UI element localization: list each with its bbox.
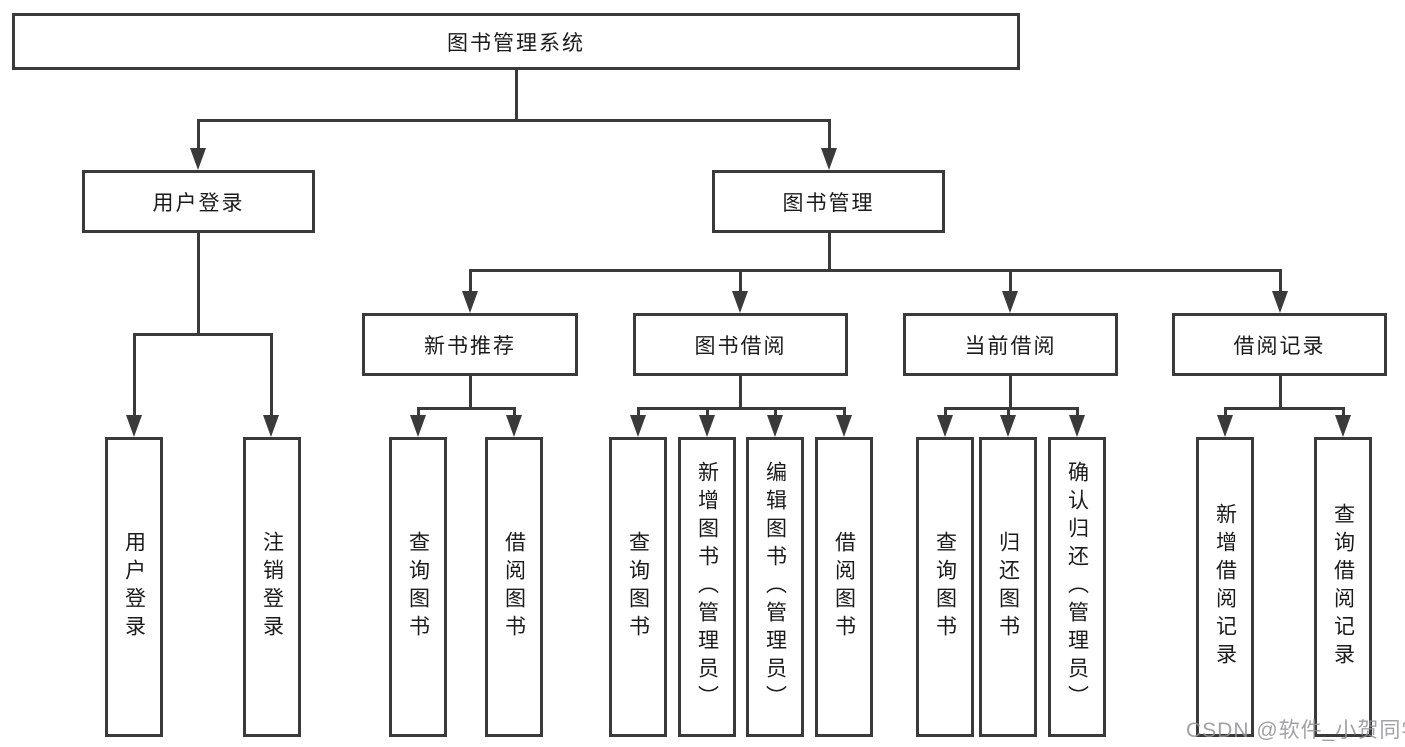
connector-line [1278, 269, 1282, 297]
connector-line [738, 375, 742, 410]
connector-arrowhead [937, 415, 953, 437]
leaf-edit-book-admin: 编辑图书（管理员） [746, 437, 804, 737]
connector-line [196, 119, 200, 152]
connector-line [514, 67, 518, 121]
connector-line [944, 406, 1079, 410]
connector-arrowhead [506, 415, 522, 437]
connector-line [512, 407, 516, 421]
connector-line [1006, 407, 1010, 421]
connector-line [1075, 407, 1079, 421]
leaf-query-books-borrowing: 查询图书 [609, 437, 667, 737]
connector-line [827, 231, 831, 272]
connector-arrowhead [1217, 415, 1233, 437]
leaf-logout: 注销登录 [243, 437, 301, 737]
connector-line [269, 333, 273, 421]
connector-arrowhead [699, 415, 715, 437]
connector-arrowhead [821, 148, 837, 170]
leaf-add-borrow-record: 新增借阅记录 [1196, 437, 1254, 737]
connector-line [738, 269, 742, 297]
connector-line [468, 375, 472, 410]
connector-line [468, 269, 472, 297]
leaf-return-book: 归还图书 [979, 437, 1037, 737]
leaf-query-books-recommend: 查询图书 [389, 437, 447, 737]
connector-arrowhead [1002, 291, 1018, 313]
leaf-borrow-books: 借阅图书 [815, 437, 873, 737]
connector-line [636, 407, 640, 421]
connector-arrowhead [767, 415, 783, 437]
connector-line [1224, 406, 1345, 410]
leaf-add-book-admin: 新增图书（管理员） [678, 437, 736, 737]
connector-line [469, 268, 1282, 272]
connector-line [637, 406, 845, 410]
node-new-book-recommend: 新书推荐 [362, 313, 578, 376]
connector-line [133, 332, 273, 336]
connector-line [196, 231, 200, 336]
connector-arrowhead [1335, 415, 1351, 437]
connector-arrowhead [836, 415, 852, 437]
connector-line [842, 407, 846, 421]
connector-arrowhead [462, 291, 478, 313]
csdn-watermark: CSDN @软件_小贺同学 [1186, 719, 1405, 742]
node-book-management: 图书管理 [712, 170, 945, 233]
connector-line [827, 119, 831, 152]
connector-arrowhead [1272, 291, 1288, 313]
connector-line [132, 333, 136, 421]
leaf-query-books-current: 查询图书 [916, 437, 974, 737]
node-current-borrowing: 当前借阅 [903, 313, 1118, 376]
connector-line [1278, 375, 1282, 410]
connector-line [197, 118, 831, 122]
connector-line [773, 407, 777, 421]
connector-arrowhead [263, 415, 279, 437]
connector-line [416, 407, 420, 421]
connector-line [1223, 407, 1227, 421]
leaf-borrow-books-recommend: 借阅图书 [485, 437, 543, 737]
connector-arrowhead [732, 291, 748, 313]
connector-arrowhead [190, 148, 206, 170]
connector-arrowhead [1000, 415, 1016, 437]
connector-line [1008, 269, 1012, 297]
connector-line [1341, 407, 1345, 421]
leaf-confirm-return-admin: 确认归还（管理员） [1048, 437, 1106, 737]
connector-arrowhead [630, 415, 646, 437]
node-library-system: 图书管理系统 [12, 13, 1020, 70]
connector-line [943, 407, 947, 421]
connector-line [705, 407, 709, 421]
connector-line [1008, 375, 1012, 410]
leaf-query-borrow-record: 查询借阅记录 [1314, 437, 1372, 737]
node-borrow-records: 借阅记录 [1172, 313, 1387, 376]
connector-arrowhead [410, 415, 426, 437]
node-user-login: 用户登录 [82, 170, 315, 233]
connector-arrowhead [126, 415, 142, 437]
connector-arrowhead [1069, 415, 1085, 437]
connector-line [417, 406, 516, 410]
leaf-user-login: 用户登录 [105, 437, 163, 737]
node-book-borrowing: 图书借阅 [633, 313, 848, 376]
